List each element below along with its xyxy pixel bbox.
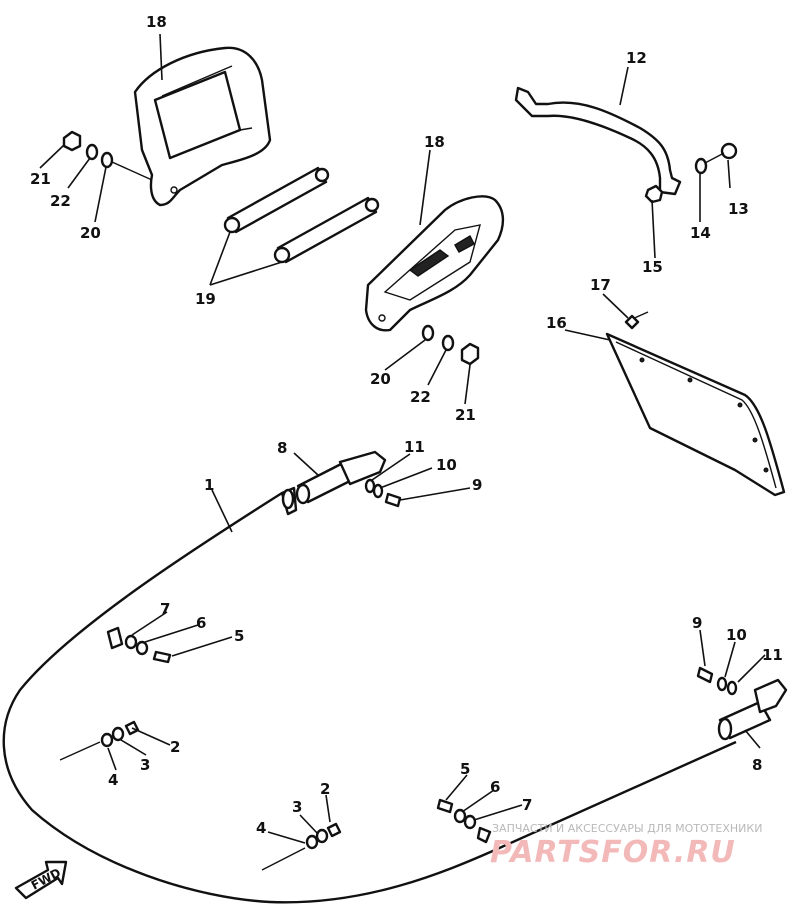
callout-6: 6 (196, 614, 206, 632)
callout-17: 17 (590, 276, 611, 294)
bracket-18-center (364, 195, 505, 332)
callout-16: 16 (546, 314, 567, 332)
callout-13: 13 (728, 200, 749, 218)
bumper-tube-1 (2, 486, 737, 904)
direction-label: FWD (29, 866, 63, 893)
hardware-9-10-11-upper (364, 478, 402, 508)
callout-18: 18 (424, 133, 445, 151)
callout-labels: 18 18 12 13 14 15 17 16 19 21 22 20 20 2… (30, 13, 783, 837)
callout-3: 3 (292, 798, 302, 816)
bracket-18-left (133, 46, 272, 207)
callout-5: 5 (234, 627, 244, 645)
callout-2: 2 (320, 780, 330, 798)
callout-15: 15 (642, 258, 663, 276)
hardware-5-6-7-upper (106, 626, 172, 664)
hardware-20-21-22-left (62, 130, 153, 181)
callout-20: 20 (370, 370, 391, 388)
callout-9: 9 (472, 476, 482, 494)
forward-arrow-icon: FWD (14, 860, 68, 900)
hardware-13-14-15 (644, 142, 738, 204)
callout-8: 8 (752, 756, 762, 774)
rail-12 (514, 86, 682, 196)
callout-20: 20 (80, 224, 101, 242)
end-cap-8-lower (717, 678, 788, 741)
callout-18: 18 (146, 13, 167, 31)
rivet-17 (624, 311, 649, 330)
hardware-5-6-7-lower (436, 798, 492, 844)
callout-22: 22 (410, 388, 431, 406)
plate-16 (605, 332, 786, 497)
watermark-brand: PARTSFOR.RU (490, 835, 736, 870)
watermark-tagline: ЗАПЧАСТИ И АКСЕССУАРЫ ДЛЯ МОТОТЕХНИКИ (492, 822, 762, 835)
callout-11: 11 (762, 646, 783, 664)
callout-7: 7 (160, 600, 170, 618)
callout-4: 4 (256, 819, 266, 837)
callout-14: 14 (690, 224, 711, 242)
callout-21: 21 (30, 170, 51, 188)
watermark: ЗАПЧАСТИ И АКСЕССУАРЫ ДЛЯ МОТОТЕХНИКИ PA… (490, 822, 762, 870)
hardware-20-21-22-center (421, 324, 480, 366)
callout-1: 1 (204, 476, 214, 494)
end-cap-8-upper (295, 450, 387, 505)
callout-21: 21 (455, 406, 476, 424)
callout-11: 11 (404, 438, 425, 456)
callout-22: 22 (50, 192, 71, 210)
hardware-2-3-4-bottom (261, 822, 342, 871)
callout-10: 10 (726, 626, 747, 644)
rods-19 (223, 166, 380, 264)
callout-8: 8 (277, 439, 287, 457)
callout-12: 12 (626, 49, 647, 67)
callout-19: 19 (195, 290, 216, 308)
callout-3: 3 (140, 756, 150, 774)
callout-9: 9 (692, 614, 702, 632)
leader-lines (39, 33, 766, 844)
callout-10: 10 (436, 456, 457, 474)
callout-6: 6 (490, 778, 500, 796)
callout-5: 5 (460, 760, 470, 778)
callout-2: 2 (170, 738, 180, 756)
hardware-9-10-11-lower (696, 666, 738, 696)
callout-7: 7 (522, 796, 532, 814)
callout-4: 4 (108, 771, 118, 789)
